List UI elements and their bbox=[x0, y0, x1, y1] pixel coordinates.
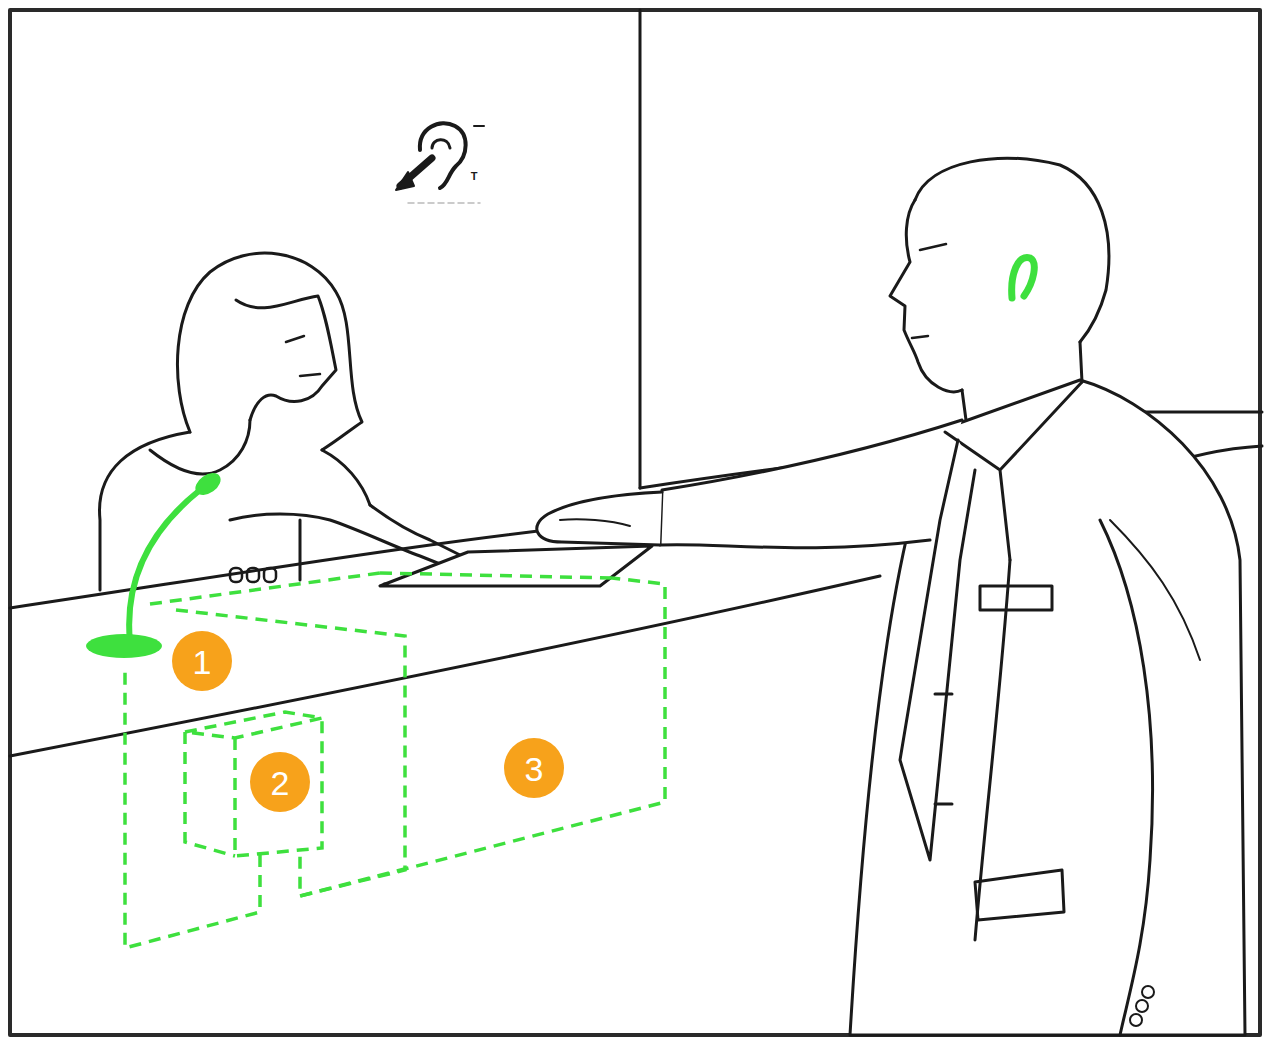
ear-symbol bbox=[432, 140, 450, 148]
cuff-button bbox=[1130, 1014, 1142, 1026]
amplifier-box bbox=[185, 712, 322, 738]
woman-face bbox=[286, 336, 320, 376]
sign-fine-print bbox=[408, 202, 480, 204]
loop-wire bbox=[150, 573, 380, 604]
callout-circles bbox=[172, 631, 564, 812]
man-arm bbox=[660, 420, 962, 548]
man-face bbox=[912, 244, 946, 338]
woman-collar bbox=[150, 420, 250, 474]
paper bbox=[380, 546, 652, 586]
callout-number: 1 bbox=[193, 645, 212, 679]
microphone bbox=[86, 469, 225, 658]
button bbox=[230, 568, 242, 582]
microphone-base bbox=[86, 634, 162, 658]
microphone-head bbox=[191, 469, 224, 500]
man-lapel bbox=[975, 560, 1010, 940]
man-pocket bbox=[975, 870, 1064, 920]
loop-wire bbox=[380, 573, 612, 578]
man-cuff-buttons bbox=[1130, 986, 1154, 1026]
mic-wire bbox=[125, 668, 260, 948]
man-hair bbox=[915, 158, 1109, 342]
man-pocket bbox=[980, 586, 1052, 610]
callout-number: 2 bbox=[271, 766, 290, 800]
sign-mark bbox=[474, 125, 484, 127]
man-hand bbox=[537, 492, 662, 545]
woman-face bbox=[236, 296, 336, 420]
amplifier-box bbox=[185, 732, 235, 856]
loop-wire bbox=[300, 578, 665, 896]
man-fold bbox=[1110, 520, 1200, 660]
hearing-aid bbox=[1012, 257, 1035, 298]
callout-number: 3 bbox=[525, 752, 544, 786]
callout-circle bbox=[250, 752, 310, 812]
callout-circle bbox=[172, 631, 232, 691]
line-art bbox=[10, 10, 1262, 1035]
man-button bbox=[935, 694, 952, 804]
button bbox=[264, 568, 276, 582]
sofa-line bbox=[1140, 411, 1262, 414]
wall-seam bbox=[639, 10, 642, 488]
arrow-symbol bbox=[396, 172, 414, 190]
man bbox=[537, 158, 1245, 1035]
sign-letter: T bbox=[471, 171, 478, 182]
callout-circle bbox=[504, 738, 564, 798]
man-hand bbox=[560, 519, 630, 526]
man-sleeve bbox=[1100, 520, 1153, 1035]
amplifier-box bbox=[235, 718, 322, 856]
ear-symbol bbox=[420, 123, 466, 188]
console-buttons bbox=[230, 568, 276, 582]
button bbox=[247, 568, 259, 582]
loop-wire bbox=[176, 610, 405, 896]
cuff-button bbox=[1142, 986, 1154, 998]
hearing-loop-sign bbox=[396, 123, 484, 203]
man-face bbox=[890, 200, 962, 392]
counter-front-edge bbox=[10, 576, 880, 756]
man-neck bbox=[962, 342, 1082, 420]
man-tie bbox=[900, 440, 975, 860]
loop-wiring bbox=[125, 573, 665, 948]
woman-shoulder bbox=[322, 450, 370, 505]
woman-hair bbox=[177, 253, 362, 450]
frame bbox=[10, 10, 1260, 1035]
microphone-stem bbox=[129, 490, 200, 642]
cuff-button bbox=[1136, 1000, 1148, 1012]
